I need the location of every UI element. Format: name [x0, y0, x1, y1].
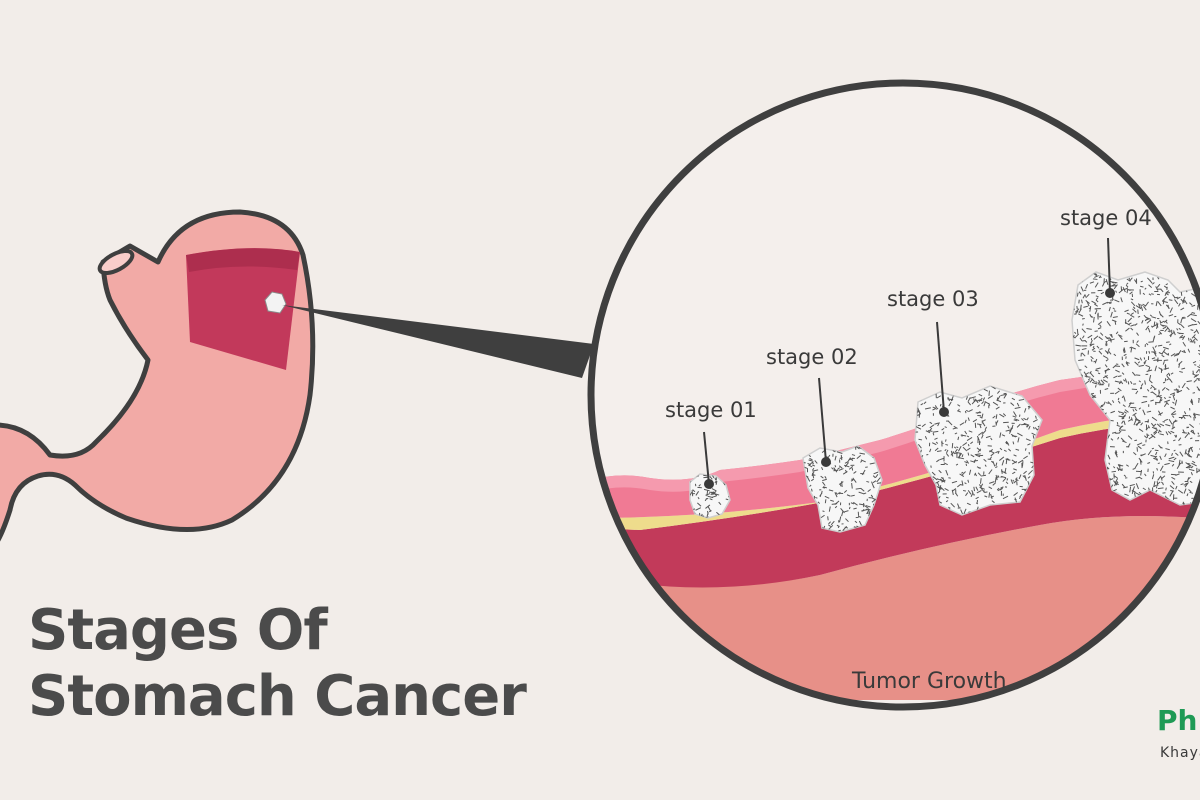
tumor-growth-caption: Tumor Growth [851, 669, 1007, 694]
tissue-muscle-layer [591, 420, 1200, 588]
stage-04-pointer-line [1107, 237, 1111, 294]
stage-02-label: stage 02 [766, 345, 858, 369]
title-line-1: Stages Of [28, 598, 328, 663]
tumor-stage-03 [914, 385, 1043, 516]
stomach-inner-region [186, 248, 300, 370]
brand-name: Ph [1157, 704, 1197, 737]
stage-03-label: stage 03 [887, 287, 979, 311]
stage-03-pointer-line [936, 321, 945, 413]
tissue-base-layer [591, 516, 1200, 700]
stage-01-pointer-dot [704, 479, 714, 489]
magnifier-ring [587, 79, 1200, 711]
tumor-stage-04 [1071, 271, 1200, 506]
stage-03-pointer-dot [939, 407, 949, 417]
stage-01-pointer-line [703, 431, 710, 485]
stage-02-pointer-line [818, 377, 827, 463]
stage-pointer-group [703, 237, 1115, 489]
stage-02-pointer-dot [821, 457, 831, 467]
brand-logo: Ph Khaya [1157, 704, 1200, 761]
magnifier-lens [587, 79, 1200, 711]
stomach-tumor [264, 291, 287, 314]
title-line-2: Stomach Cancer [28, 664, 527, 729]
stage-04-pointer-dot [1105, 288, 1115, 298]
brand-tagline: Khaya [1160, 745, 1200, 761]
stomach-inner-shade [186, 248, 300, 272]
stage-01-label: stage 01 [665, 398, 757, 422]
stage-labels: stage 01 stage 02 stage 03 stage 04 [665, 206, 1152, 422]
esophagus-opening [97, 248, 135, 276]
stomach-illustration [0, 209, 316, 542]
stage-04-label: stage 04 [1060, 206, 1152, 230]
page-title: Stages Of Stomach Cancer [28, 598, 527, 730]
zoom-connector [282, 305, 594, 378]
